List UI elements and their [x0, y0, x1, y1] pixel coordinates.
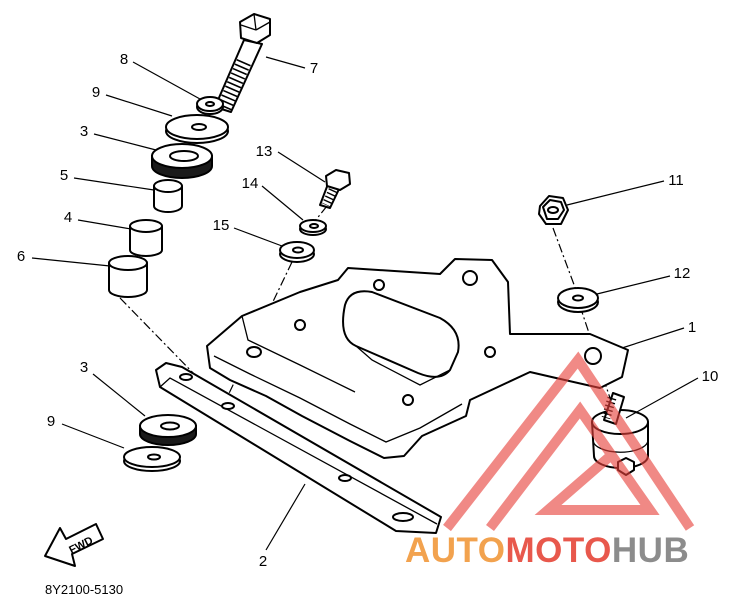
part-11-nut	[538, 195, 569, 225]
leader-line-9-lower	[61, 423, 125, 449]
leader-line-10	[625, 377, 699, 419]
watermark-text: AUTOMOTOHUB	[405, 531, 689, 570]
leader-line-1	[621, 327, 685, 349]
watermark-word-moto: MOTO	[506, 531, 612, 570]
callout-3-lower: 3	[80, 359, 88, 376]
leader-line-2	[265, 483, 306, 551]
watermark-word-hub: HUB	[612, 531, 689, 570]
callout-5: 5	[60, 167, 68, 184]
callout-13: 13	[256, 143, 273, 160]
part-8-washer	[196, 96, 224, 115]
leader-line-3-lower	[92, 373, 146, 417]
fwd-arrow-icon	[44, 523, 104, 567]
part-12-washer	[557, 287, 599, 313]
fwd-arrow: FWD	[44, 523, 104, 567]
callout-9-lower: 9	[47, 413, 55, 430]
leader-line-8	[132, 61, 201, 100]
alignment-line-small-bolt	[314, 205, 328, 222]
part-3-spacer-lower	[139, 414, 197, 446]
callout-15: 15	[213, 217, 230, 234]
alignment-line-nut	[552, 227, 577, 291]
leader-line-13	[277, 151, 326, 183]
callout-3-upper: 3	[80, 123, 88, 140]
part-1-main-bracket	[206, 258, 629, 459]
leader-line-6	[31, 257, 111, 267]
part-7-bolt	[214, 13, 271, 113]
callout-4: 4	[64, 209, 72, 226]
callout-numbers: 7 8 9 3 5 4 6 13 14 15 11 12 1 10 3 9 2	[17, 51, 719, 570]
part-15-washer	[279, 241, 315, 263]
part-13-small-bolt	[319, 169, 351, 209]
part-14-washer	[299, 219, 327, 236]
part-6-collar	[108, 255, 148, 298]
callout-9-upper: 9	[92, 84, 100, 101]
leader-line-5	[73, 177, 155, 191]
part-3-spacer-upper	[151, 143, 213, 179]
leader-line-15	[233, 227, 283, 247]
callout-7: 7	[310, 60, 318, 77]
callout-10: 10	[702, 368, 719, 385]
alignment-line-collars	[119, 297, 199, 379]
watermark: AUTOMOTOHUB	[405, 351, 695, 570]
callout-6: 6	[17, 248, 25, 265]
part-2-lower-plate	[155, 362, 442, 534]
part-4-collar	[129, 219, 163, 257]
watermark-word-auto: AUTO	[405, 531, 506, 570]
watermark-triangle-logo	[443, 351, 695, 532]
callout-2: 2	[259, 553, 267, 570]
part-9-washer-upper	[165, 114, 229, 144]
leader-line-7	[265, 56, 306, 69]
diagram-part-code: 8Y2100-5130	[45, 582, 123, 597]
leader-line-4	[77, 219, 132, 230]
callout-14: 14	[242, 175, 259, 192]
leader-line-3-upper	[93, 133, 157, 151]
callout-1: 1	[688, 319, 696, 336]
leader-line-14	[261, 185, 304, 221]
part-9-washer-lower	[123, 446, 181, 472]
leader-line-9-upper	[105, 94, 173, 117]
leader-lines	[31, 56, 699, 551]
leader-line-11	[566, 180, 665, 206]
callout-11: 11	[668, 172, 684, 189]
part-5-collar	[153, 179, 183, 213]
callout-8: 8	[120, 51, 128, 68]
leader-line-12	[596, 275, 671, 295]
callout-12: 12	[674, 265, 691, 282]
